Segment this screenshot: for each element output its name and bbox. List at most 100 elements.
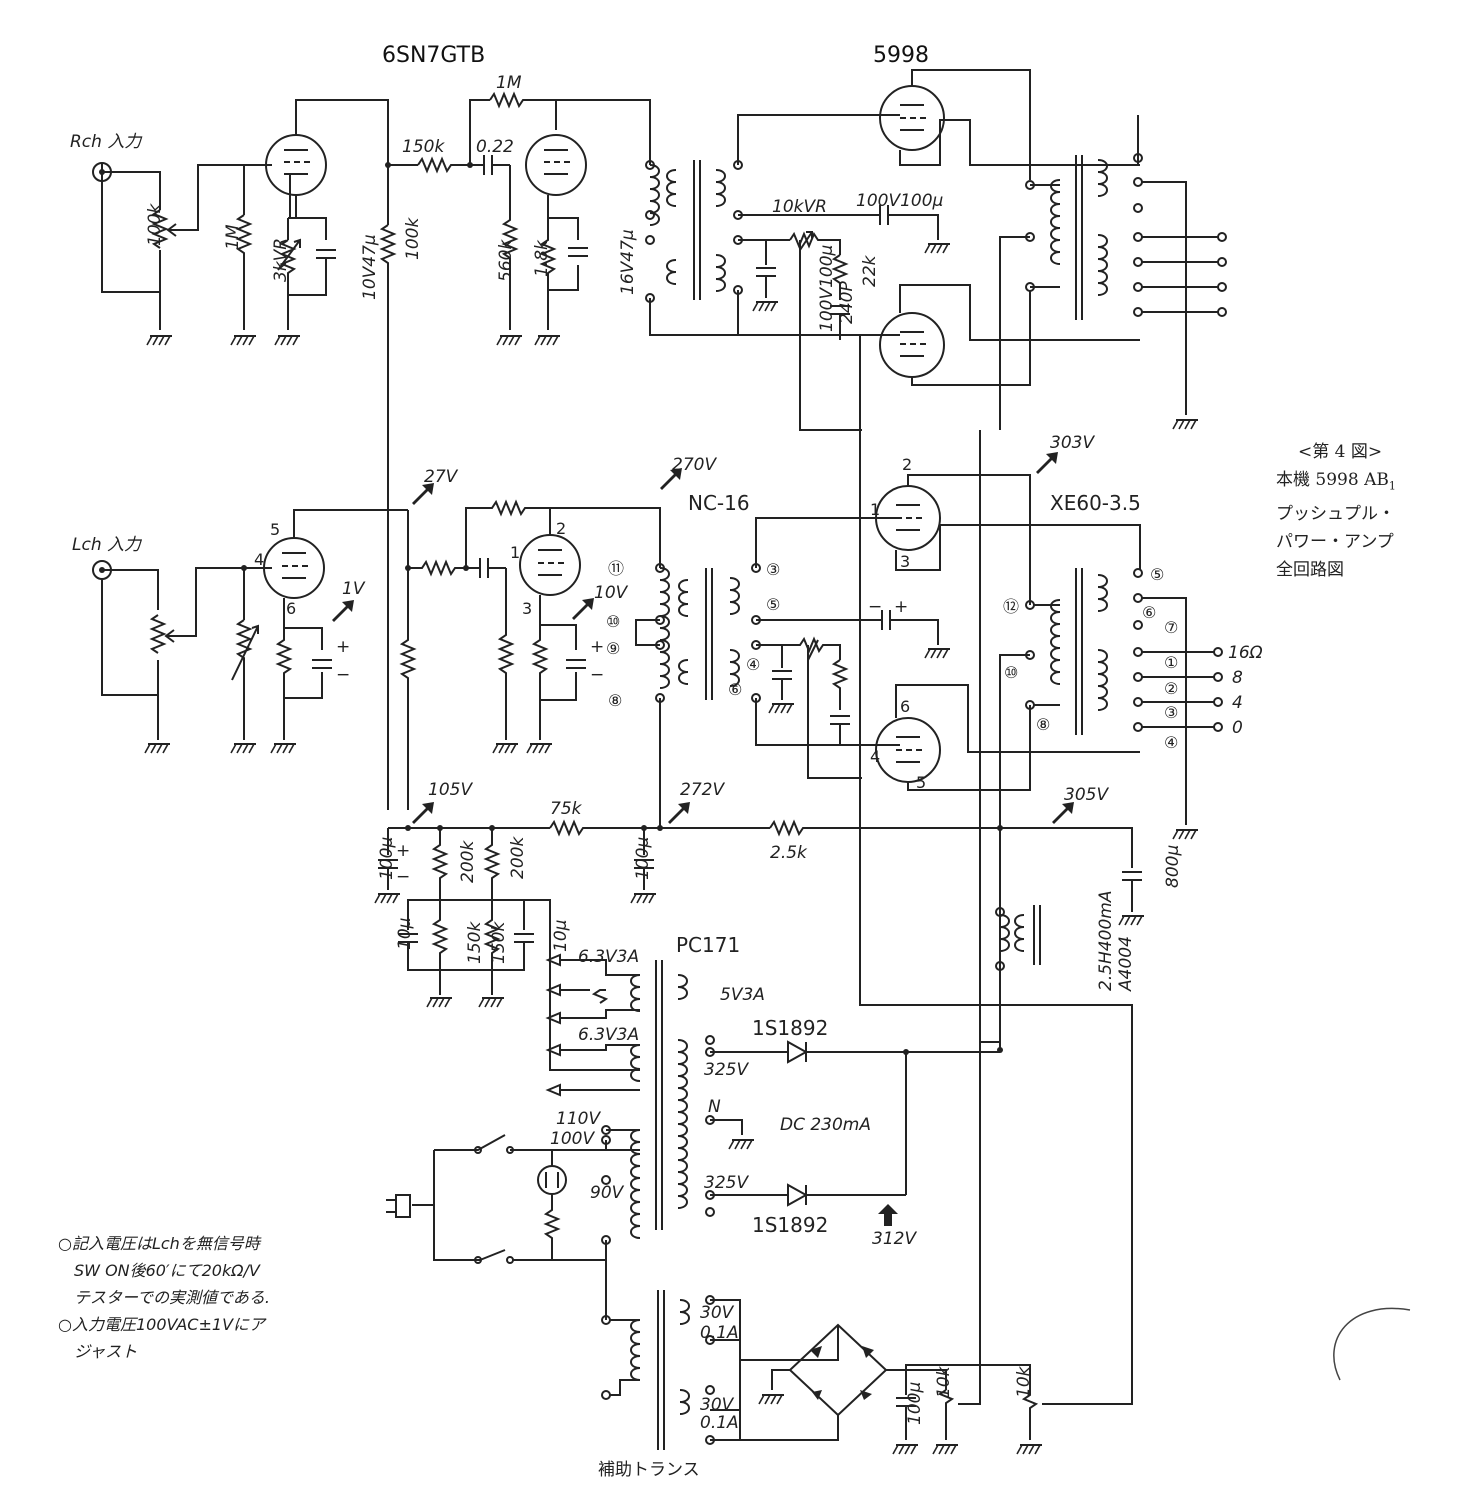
lch-tube1-pin-plate: 5 xyxy=(270,520,280,539)
aux-transformer xyxy=(630,1290,690,1450)
voltage-105v: 105V xyxy=(428,780,473,800)
lch-input-label: Lch 入力 xyxy=(72,535,143,555)
rch-cathode2-c-label: 16V47μ xyxy=(618,229,638,295)
bridge-rectifier xyxy=(788,1323,888,1417)
nc16-pin-8: ⑧ xyxy=(608,691,622,710)
voltage-270v: 270V xyxy=(672,455,717,475)
ps-200k-a-label: 200k xyxy=(458,840,478,883)
rch-bypass2-cap-label: 100V100μ xyxy=(817,244,837,332)
ps-c1-label: 100μ xyxy=(377,837,397,880)
nc16-pin-3: ③ xyxy=(766,560,780,579)
nc16-pin-5: ⑤ xyxy=(766,595,780,614)
lch-out-bot-pin-6: 6 xyxy=(900,697,910,716)
footnote-line3: テスターでの実測値である. xyxy=(74,1288,270,1307)
rch-cathode-cap-label: 10V47μ xyxy=(360,234,380,300)
tap-8: 8 xyxy=(1232,668,1243,688)
xe60-pin-10: ⑩ xyxy=(1004,663,1018,682)
choke-model-label: A4004 xyxy=(1116,936,1136,992)
power-transformer xyxy=(630,960,688,1239)
xe60-pin-5: ⑤ xyxy=(1150,565,1164,584)
rch-grid-r-label: 1M xyxy=(223,224,243,250)
figure-title-line: 本機 5998 AB1 xyxy=(1276,466,1446,500)
ps-2-5k-label: 2.5k xyxy=(770,843,808,863)
ps-c3-label: 800μ xyxy=(1163,845,1183,888)
lch-out-top-pin-plate: 2 xyxy=(902,455,912,474)
rch-bypass-cap-label: 100V100μ xyxy=(856,191,944,211)
rch-cathode2-r-label: 1.8k xyxy=(532,239,552,277)
ps-75k-label: 75k xyxy=(550,799,583,819)
bias-cap-label: 100μ xyxy=(905,1382,925,1425)
aux-01a-b-label: 0.1A xyxy=(700,1413,739,1433)
xe60-pin-2: ② xyxy=(1164,679,1178,698)
nc16-pin-11: ⑪ xyxy=(608,559,624,578)
ps-150k-b-label: 150k xyxy=(489,921,509,964)
lch-out-bot-pin-5: 5 xyxy=(916,773,926,792)
xe60-pin-4: ④ xyxy=(1164,733,1178,752)
lch-bypass-plus: + xyxy=(894,597,908,617)
xe60-pin-1: ① xyxy=(1164,653,1178,672)
choke-rating-label: 2.5H400mA xyxy=(1096,891,1116,991)
lch-tube2-pin-plate: 2 xyxy=(556,519,566,538)
center-tap-label: N xyxy=(708,1097,721,1117)
aux-30v-b-label: 30V xyxy=(700,1395,735,1415)
lch-out-top-pin-cathode: 3 xyxy=(900,552,910,571)
rch-volume-resistor xyxy=(151,209,169,249)
voltage-312v: 312V xyxy=(872,1229,917,1249)
rch-input-label: Rch 入力 xyxy=(70,132,143,152)
ps-c2-label: 100μ xyxy=(633,837,653,880)
figure-title-line3: プッシュプル・ xyxy=(1276,504,1395,525)
output-tube-title: 5998 xyxy=(873,43,929,68)
nc16-pin-9: ⑨ xyxy=(606,639,620,658)
voltage-305v: 305V xyxy=(1064,785,1109,805)
lch-bypass-minus: − xyxy=(868,597,882,617)
lch-tube1-minus: − xyxy=(336,665,350,685)
ps-c1-minus: − xyxy=(396,867,410,887)
dc-current-label: DC 230mA xyxy=(780,1115,871,1135)
power-plug-icon xyxy=(386,1194,411,1218)
rch-driver-tube-2 xyxy=(525,134,587,196)
voltage-27v: 27V xyxy=(424,467,459,487)
tap-16ohm: 16Ω xyxy=(1228,643,1263,663)
hv2-label: 325V xyxy=(704,1173,749,1193)
primary-90v-label: 90V xyxy=(590,1183,625,1203)
primary-100v-label: 100V xyxy=(550,1129,595,1149)
lch-driver-tube-2 xyxy=(519,534,581,596)
lch-tube2-minus: − xyxy=(590,665,604,685)
lch-output-transformer xyxy=(1050,568,1108,735)
ps-10u-b-label: 10μ xyxy=(551,919,571,952)
lch-tube1-plus: + xyxy=(336,637,350,657)
xe60-pin-12: ⑫ xyxy=(1003,597,1019,616)
rch-grid2-r-label: 560k xyxy=(496,239,516,282)
lch-tube2-pin-grid: 1 xyxy=(510,543,520,562)
decorative-arc xyxy=(1333,1307,1411,1381)
rch-output-transformer xyxy=(1050,155,1108,320)
bias-vr2-label: 10k xyxy=(1014,1365,1034,1398)
nc16-pin-4: ④ xyxy=(746,655,760,674)
aux-30v-a-label: 30V xyxy=(700,1303,735,1323)
rch-driver-tube-1 xyxy=(265,134,327,196)
voltage-303v: 303V xyxy=(1050,433,1095,453)
figure-number: <第 4 図> xyxy=(1298,442,1383,462)
footnotes: ○記入電圧はLchを無信号時 SW ON後60′にて20kΩ/V テスターでの実… xyxy=(58,1230,378,1365)
aux-01a-a-label: 0.1A xyxy=(700,1323,739,1343)
primary-110v-label: 110V xyxy=(556,1109,601,1129)
neon-lamp-icon xyxy=(537,1165,567,1195)
figure-title-line4: パワー・アンプ xyxy=(1276,532,1394,553)
diode1-label: 1S1892 xyxy=(752,1016,828,1040)
xe60-pin-8: ⑧ xyxy=(1036,715,1050,734)
heater2-label: 6.3V3A xyxy=(578,1025,639,1045)
rch-plate-r-label: 100k xyxy=(403,217,423,260)
rch-vr-label: 100k xyxy=(145,203,165,246)
ps-c1-plus: + xyxy=(396,841,410,861)
tap-4: 4 xyxy=(1232,693,1243,713)
footnote-line4: ○入力電圧100VAC±1Vにア xyxy=(58,1315,266,1334)
nc16-pin-6: ⑥ xyxy=(728,680,742,699)
diode2-label: 1S1892 xyxy=(752,1213,828,1237)
footnote-line1: ○記入電圧はLchを無信号時 xyxy=(58,1234,260,1253)
lch-out-top-pin-grid: 1 xyxy=(870,500,880,519)
rect-heater-label: 5V3A xyxy=(720,985,765,1005)
rch-240p-label: 240P xyxy=(837,281,857,324)
xe60-pin-7: ⑦ xyxy=(1164,618,1178,637)
ps-200k-b-label: 200k xyxy=(508,836,528,879)
power-transformer-label: PC171 xyxy=(676,933,740,957)
